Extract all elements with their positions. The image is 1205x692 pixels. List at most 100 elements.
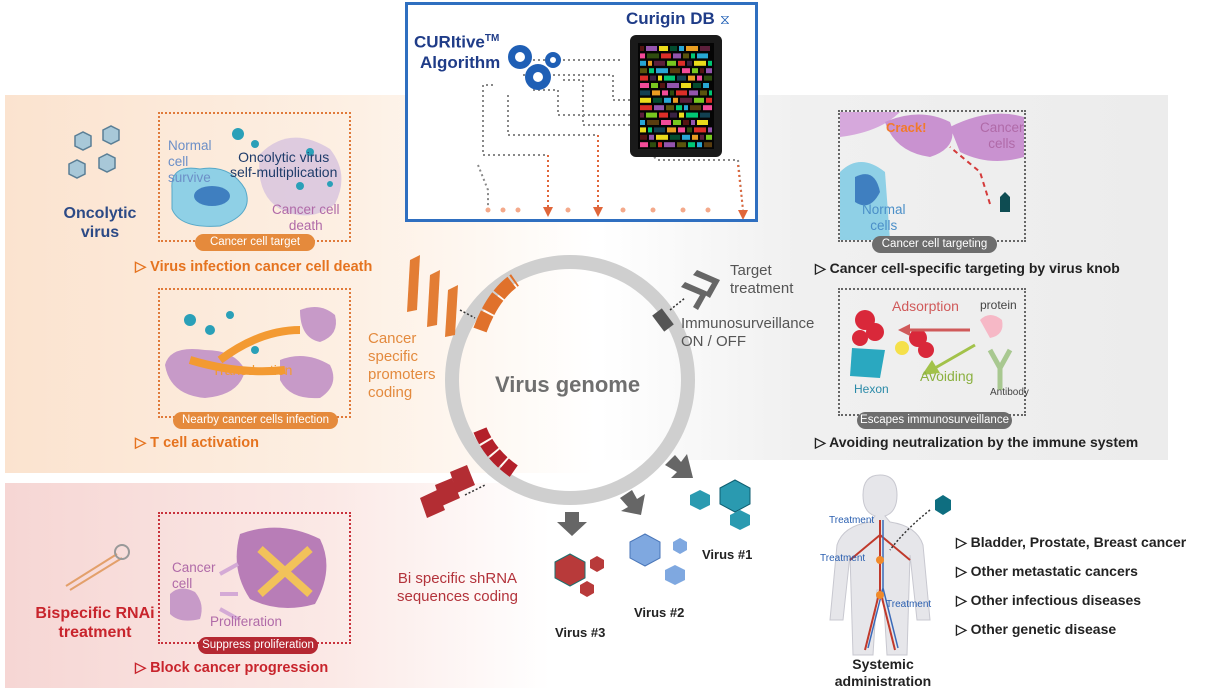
oncolytic-virus-icon: [68, 125, 120, 179]
rnai-title-line2: treatment: [58, 624, 132, 641]
db-row-segment: [676, 105, 682, 111]
db-row-segment: [659, 112, 668, 118]
virus-genome-diagram: [407, 255, 720, 536]
db-row-segment: [648, 127, 652, 133]
db-row-segment: [681, 83, 691, 88]
promoters-line4: coding: [368, 384, 413, 401]
db-row-segment: [678, 60, 685, 66]
db-row-segment: [677, 142, 686, 148]
cancer-cell-death-line1: Cancer cell: [272, 202, 340, 217]
normal-cell-line1: Normal: [168, 138, 212, 153]
db-row-segment: [660, 83, 665, 88]
db-row-segment: [640, 127, 646, 133]
treatment-label-1: Treatment: [829, 515, 875, 526]
virus3-icon: [554, 553, 604, 597]
cancer-targeting-box: Crack! Cancer cells Normal cells: [838, 110, 1026, 242]
db-row-segment: [704, 142, 712, 148]
protein-label: protein: [980, 298, 1017, 312]
cancer-cells-line2: cells: [988, 136, 1016, 151]
db-row-segment: [686, 46, 698, 51]
normal-cells-line2: cells: [870, 218, 898, 233]
avoiding-label: Avoiding: [920, 368, 974, 384]
virus-infection-heading: ▷ Virus infection cancer cell death: [135, 259, 373, 275]
db-row-segment: [670, 46, 677, 51]
gear-icon: [508, 45, 561, 90]
db-row-segment: [682, 68, 690, 74]
db-row-segment: [700, 68, 704, 74]
db-row-segment: [647, 53, 659, 59]
cancer-cell-line1: Cancer: [172, 560, 216, 575]
cancer-cells-line1: Cancer: [980, 120, 1024, 135]
db-row-segment: [640, 134, 647, 140]
target-treatment-line1: Target: [730, 262, 772, 279]
db-row-segment: [679, 46, 684, 51]
db-row-segment: [697, 120, 708, 125]
curigin-db-box: CURItiveTM Algorithm Curigin DB ⧖: [405, 2, 758, 222]
db-row-segment: [640, 75, 648, 81]
targeting-heading: ▷ Cancer cell-specific targeting by viru…: [815, 260, 1120, 276]
db-row-segment: [667, 60, 676, 66]
db-row-segment: [670, 90, 674, 96]
db-row-segment: [687, 60, 692, 66]
oncolytic-title-line1: Oncolytic: [63, 205, 137, 222]
db-row-segment: [690, 105, 701, 111]
db-row-segment: [654, 127, 665, 133]
genome-ring: [445, 255, 695, 505]
normal-cell-line3: survive: [168, 170, 211, 185]
body-illustration: [829, 474, 951, 656]
cancer-targeting-pill: Cancer cell targeting: [872, 236, 997, 253]
proliferation-label: Proliferation: [210, 614, 283, 629]
db-row-segment: [662, 90, 668, 96]
db-row-segment: [654, 60, 665, 66]
db-row-segment: [661, 53, 671, 59]
db-row-segment: [704, 75, 712, 81]
db-row-segment: [661, 120, 671, 125]
oncolytic-title-line2: virus: [80, 224, 120, 241]
oncolytic-cell-illustration: [171, 128, 342, 227]
promoters-line2: specific: [368, 348, 419, 365]
db-row-segment: [677, 75, 686, 81]
db-row-segment: [664, 75, 675, 81]
oncolytic-self-multiplication-line1: Oncolytic virus: [238, 149, 330, 165]
db-row-segment: [700, 134, 704, 140]
adsorption-label: Adsorption: [892, 298, 959, 314]
db-row-segment: [697, 53, 708, 59]
db-row-segment: [703, 105, 712, 111]
immuno-line1: Immunosurveillance: [681, 315, 815, 332]
db-row-segment: [664, 142, 675, 148]
nearby-infection-box: Transduction: [158, 288, 351, 418]
proliferation-illustration: [170, 527, 327, 621]
promoter-segment: [473, 274, 520, 333]
promoters-line1: Cancer: [368, 330, 417, 347]
immune-escape-box: Adsorption protein Hexon Avoiding Antibo…: [838, 288, 1029, 416]
transduction-illustration: [165, 306, 336, 399]
suppress-proliferation-pill: Suppress proliferation: [198, 637, 318, 654]
db-row-segment: [693, 83, 701, 88]
treatment-label-3: Treatment: [886, 599, 932, 610]
immune-illustration: [850, 310, 1013, 390]
curigin-db-title: Curigin DB: [626, 9, 715, 28]
db-row-segment: [700, 46, 710, 51]
db-row-segment: [649, 68, 654, 74]
immuno-segment: [652, 308, 674, 332]
db-row-segment: [694, 127, 706, 133]
indication-3: ▷ Other infectious diseases: [956, 592, 1142, 608]
immune-heading: ▷ Avoiding neutralization by the immune …: [815, 434, 1139, 450]
db-row-segment: [694, 97, 704, 103]
indication-4: ▷ Other genetic disease: [956, 621, 1117, 637]
db-row-segment: [640, 120, 645, 125]
db-row-segment: [679, 112, 684, 118]
db-row-segment: [691, 53, 695, 59]
targeting-illustration: [840, 112, 1024, 240]
db-row-segment: [697, 142, 702, 148]
db-row-segment: [650, 142, 656, 148]
db-row-segment: [640, 142, 648, 148]
virus2-icon: [629, 533, 687, 585]
db-row-segment: [650, 75, 656, 81]
algorithm-tm: TM: [484, 33, 500, 44]
db-row-segment: [666, 105, 674, 111]
suppress-proliferation-box: Cancer cell Proliferation: [158, 512, 351, 644]
immuno-line2: ON / OFF: [681, 333, 746, 350]
cancer-cell-death-line2: death: [288, 218, 323, 233]
db-row-segment: [694, 60, 706, 66]
